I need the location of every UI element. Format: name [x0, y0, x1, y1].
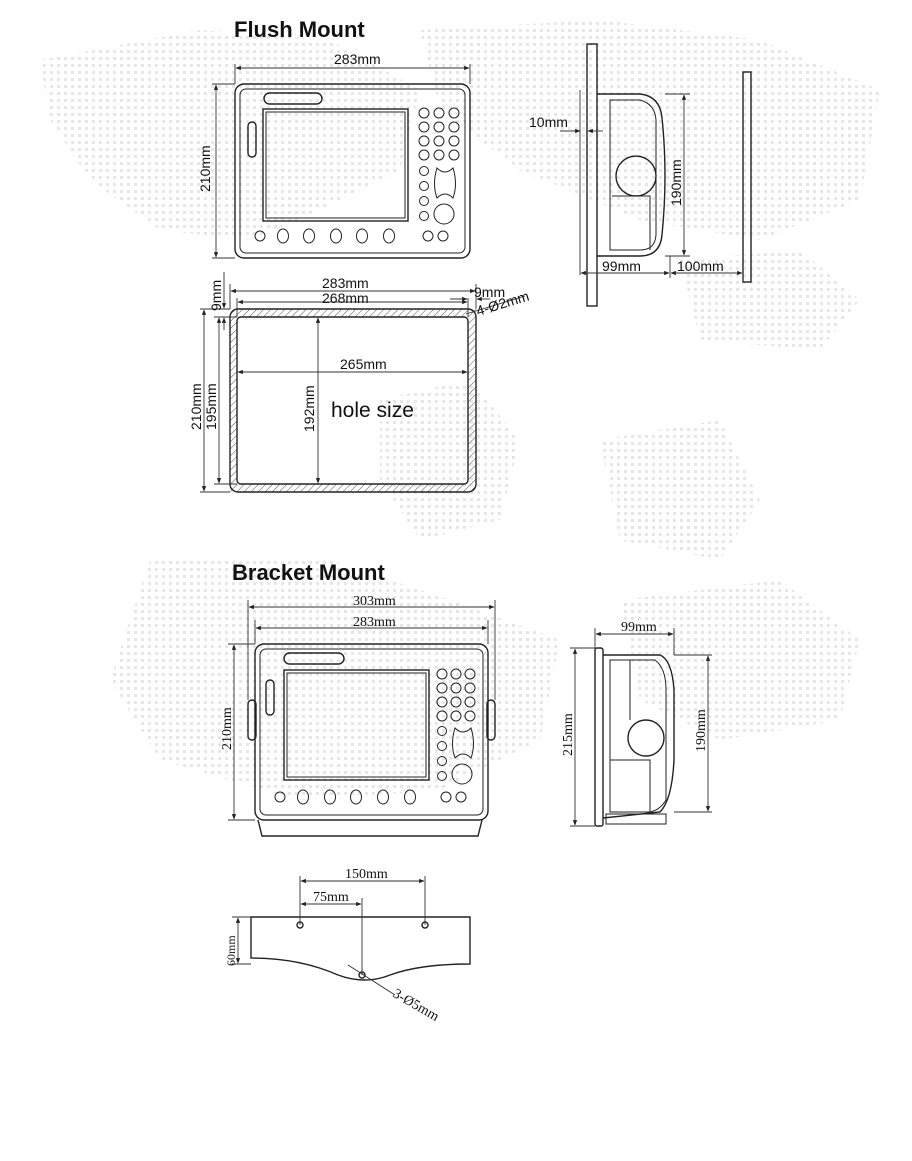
bracket-width-label: 303mm [353, 594, 396, 609]
cutout-outer-height-label: 210mm [188, 383, 204, 430]
flush-side-height-label: 190mm [668, 159, 684, 206]
flush-front-width-label: 283mm [334, 51, 381, 67]
cutout-outer-width-label: 283mm [322, 275, 369, 291]
flush-front-view [212, 64, 471, 259]
flush-side-view [560, 43, 752, 307]
cutout-hole-width-label: 265mm [340, 356, 387, 372]
base-spacing-label: 150mm [345, 867, 388, 882]
cutout-inner-width-label: 268mm [322, 290, 369, 306]
cutout-border-right-label: 9mm [474, 284, 505, 300]
flush-cutout-view [200, 272, 526, 493]
background-map [40, 20, 880, 800]
cutout-border-top-label: 9mm [208, 280, 224, 311]
base-holes-label: 3-Ø5mm [390, 986, 441, 1024]
heading-flush-mount: Flush Mount [234, 17, 365, 42]
flush-side-depth-label: 99mm [602, 258, 641, 274]
flush-side-lip-label: 10mm [529, 114, 568, 130]
bracket-side-view [570, 628, 712, 827]
cutout-hole-height-label: 192mm [301, 385, 317, 432]
base-depth-label: 60mm [224, 935, 238, 966]
bracket-side-depth-label: 99mm [621, 620, 657, 635]
flush-side-clearance-label: 100mm [677, 258, 724, 274]
cutout-inner-height-label: 195mm [203, 383, 219, 430]
cutout-hole-size-label: hole size [331, 399, 414, 422]
heading-bracket-mount: Bracket Mount [232, 560, 385, 585]
bracket-front-height-label: 210mm [220, 707, 235, 750]
bracket-side-unit-height-label: 190mm [694, 709, 709, 752]
base-offset-label: 75mm [313, 890, 349, 905]
flush-front-height-label: 210mm [197, 145, 213, 192]
bracket-front-width-label: 283mm [353, 615, 396, 630]
bracket-side-height-label: 215mm [561, 713, 576, 756]
bracket-base-view [232, 876, 471, 996]
bracket-front-view [228, 600, 496, 837]
